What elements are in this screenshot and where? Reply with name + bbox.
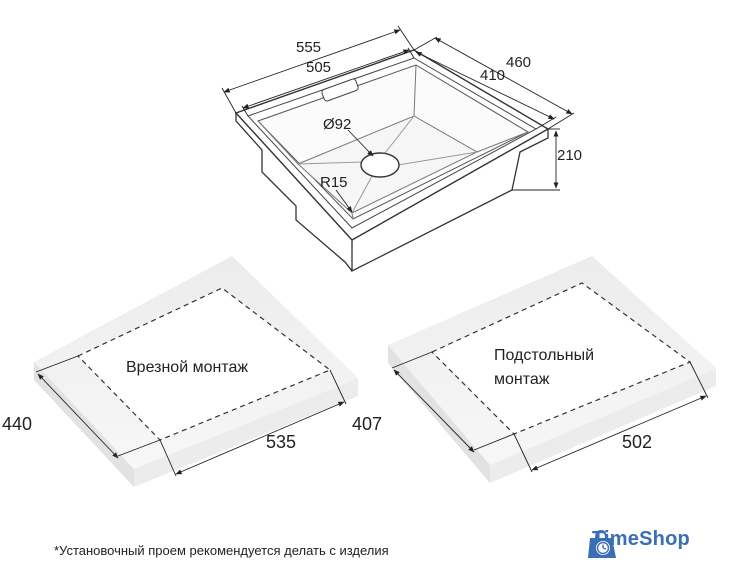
dim-line-505 <box>242 49 410 109</box>
label-undermount-line2: монтаж <box>494 371 550 388</box>
leader-radius <box>335 189 353 213</box>
installation-footnote: *Установочный проем рекомендуется делать… <box>54 543 389 558</box>
dim-label-210: 210 <box>557 147 582 164</box>
dim-label-460: 460 <box>506 54 531 71</box>
dim-line-535 <box>175 401 345 475</box>
cutout-inset <box>78 288 330 440</box>
sink-drain <box>360 152 400 178</box>
cutout-outline-inset <box>76 287 332 441</box>
sink-body-front <box>351 129 549 273</box>
dim-line-502 <box>531 395 707 471</box>
dim-line-440 <box>37 373 119 459</box>
label-inset-mount: Врезной монтаж <box>126 359 248 376</box>
cutout-undermount <box>432 283 690 434</box>
dim-label-drain: Ø92 <box>323 116 351 133</box>
dim-label-502: 502 <box>622 432 652 452</box>
dim-label-535: 535 <box>266 432 296 452</box>
countertop-inset <box>34 256 358 487</box>
dim-line-407 <box>393 369 475 453</box>
brand-name: TimeShop <box>592 528 690 550</box>
label-undermount-line1: Подстольный <box>494 347 594 364</box>
dim-label-440: 440 <box>2 414 32 434</box>
sink-dimension-lines <box>221 25 575 213</box>
sink-body-left <box>235 113 353 272</box>
dim-label-407: 407 <box>352 414 382 434</box>
dim-label-radius: R15 <box>320 174 348 191</box>
dim-label-505: 505 <box>306 59 331 76</box>
dim-label-555: 555 <box>296 39 321 56</box>
dim-line-410 <box>415 51 555 120</box>
countertop-undermount <box>388 256 716 483</box>
brand-logo: TimeShop <box>586 528 690 558</box>
dim-label-410: 410 <box>480 67 505 84</box>
leader-drain <box>347 129 374 157</box>
